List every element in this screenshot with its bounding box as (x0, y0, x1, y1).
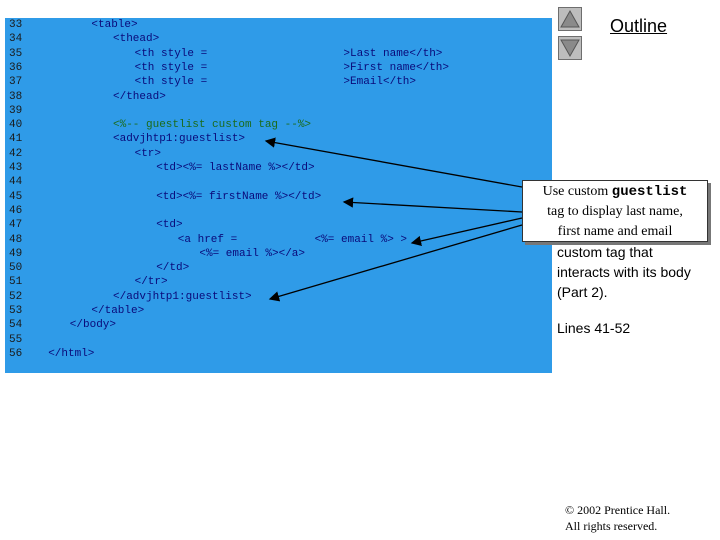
code-line: 54 </body> (5, 318, 552, 332)
code-line: 53 </table> (5, 304, 552, 318)
code-line: 40 <%-- guestlist custom tag --%> (5, 118, 552, 132)
code-line: 50 </td> (5, 261, 552, 275)
code-listing-panel: 33 <table> 34 <thead> 35 <th style = >Last nam… (5, 18, 552, 373)
code-text: </advjhtp1:guestlist> (113, 290, 252, 303)
code-line: 56 </html> (5, 347, 552, 361)
code-line: 33 <table> (5, 18, 552, 32)
line-number: 34 (9, 33, 23, 46)
description-line: interacts with its body (557, 264, 691, 280)
code-text: </table> (91, 305, 145, 317)
line-number: 33 (9, 19, 23, 31)
code-text: <thead> (113, 33, 160, 46)
line-number: 56 (9, 347, 23, 360)
code-comment: <%-- guestlist custom tag --%> (113, 119, 312, 132)
code-text: <td> (156, 219, 183, 232)
code-text: >First name</th> (343, 61, 450, 74)
code-text: <%= email %></a> (199, 247, 306, 260)
description-line: custom tag that (557, 244, 653, 260)
code-line: 35 <th style = >Last name</th> (5, 47, 552, 61)
line-number: 37 (9, 76, 23, 89)
code-line: 55 (5, 333, 552, 347)
code-text: >Last name</th> (343, 47, 443, 60)
code-line: 41 <advjhtp1:guestlist> (5, 132, 552, 146)
code-text: <th style = (134, 47, 208, 60)
line-number: 48 (9, 233, 23, 246)
previous-slide-button[interactable] (558, 7, 582, 31)
callout-line-2: tag to display last name, (547, 204, 683, 219)
line-number: 36 (9, 61, 23, 74)
line-number: 40 (9, 119, 23, 132)
line-number: 47 (9, 219, 23, 232)
code-text: <td><%= lastName %></td> (156, 162, 315, 174)
code-line: 37 <th style = >Email</th> (5, 75, 552, 89)
line-number: 50 (9, 262, 23, 275)
copyright-line: All rights reserved. (565, 519, 658, 533)
callout-keyword: guestlist (611, 184, 688, 200)
annotation-callout: Use custom guestlist tag to display last… (522, 180, 708, 242)
line-number: 43 (9, 162, 23, 174)
triangle-up-icon (560, 9, 580, 28)
code-line: 42 <tr> (5, 147, 552, 161)
next-slide-button[interactable] (558, 36, 582, 60)
code-line: 46 (5, 204, 552, 218)
callout-line-3: first name and email (557, 224, 673, 239)
code-text: </td> (156, 262, 190, 275)
callout-prefix: Use custom (542, 184, 612, 199)
line-number: 54 (9, 319, 23, 332)
code-text: <tr> (134, 147, 161, 160)
line-range-reference: Lines 41-52 (557, 320, 631, 336)
code-line: 48 <a href = <%= email %> > (5, 233, 552, 247)
code-line: 49 <%= email %></a> (5, 247, 552, 261)
code-text: </thead> (113, 90, 166, 103)
line-number: 38 (9, 90, 23, 103)
code-line: 36 <th style = >First name</th> (5, 61, 552, 75)
code-text: >Email</th> (343, 76, 417, 89)
line-number: 55 (9, 333, 23, 346)
line-number: 44 (9, 176, 23, 189)
slide-description: custom tag that interacts with its body … (557, 242, 717, 302)
code-line: 47 <td> (5, 218, 552, 232)
copyright-notice: © 2002 Prentice Hall. All rights reserve… (565, 502, 670, 534)
code-line: 45 <td><%= firstName %></td> (5, 190, 552, 204)
code-text: <advjhtp1:guestlist> (113, 133, 246, 146)
line-number: 35 (9, 47, 23, 60)
code-text: <table> (91, 19, 138, 31)
line-number: 45 (9, 190, 23, 203)
code-line: 38 </thead> (5, 90, 552, 104)
triangle-down-icon (560, 39, 580, 58)
line-number: 41 (9, 133, 23, 146)
code-line: 52 </advjhtp1:guestlist> (5, 290, 552, 304)
line-number: 52 (9, 290, 23, 303)
code-text: <%= email %> > (314, 233, 408, 246)
line-number: 51 (9, 276, 23, 289)
copyright-line: © 2002 Prentice Hall. (565, 503, 671, 517)
outline-link[interactable]: Outline (610, 16, 668, 36)
code-text: <td><%= firstName %></td> (156, 190, 322, 203)
line-number: 46 (9, 204, 23, 217)
code-text: </html> (48, 347, 95, 360)
callout-line-1: Use custom guestlist (523, 182, 707, 202)
code-text: </body> (69, 319, 117, 332)
line-number: 53 (9, 305, 23, 317)
code-text: </tr> (134, 276, 168, 289)
code-text: <th style = (134, 61, 208, 74)
code-text: <a href = (177, 233, 238, 246)
code-line: 51 </tr> (5, 275, 552, 289)
code-line: 34 <thead> (5, 32, 552, 46)
line-number: 49 (9, 247, 23, 260)
code-line: 39 (5, 104, 552, 118)
description-line: (Part 2). (557, 284, 608, 300)
code-line: 44 (5, 175, 552, 189)
line-number: 42 (9, 147, 23, 160)
line-number: 39 (9, 104, 23, 117)
code-text: <th style = (134, 76, 208, 89)
code-line: 43 <td><%= lastName %></td> (5, 161, 552, 175)
